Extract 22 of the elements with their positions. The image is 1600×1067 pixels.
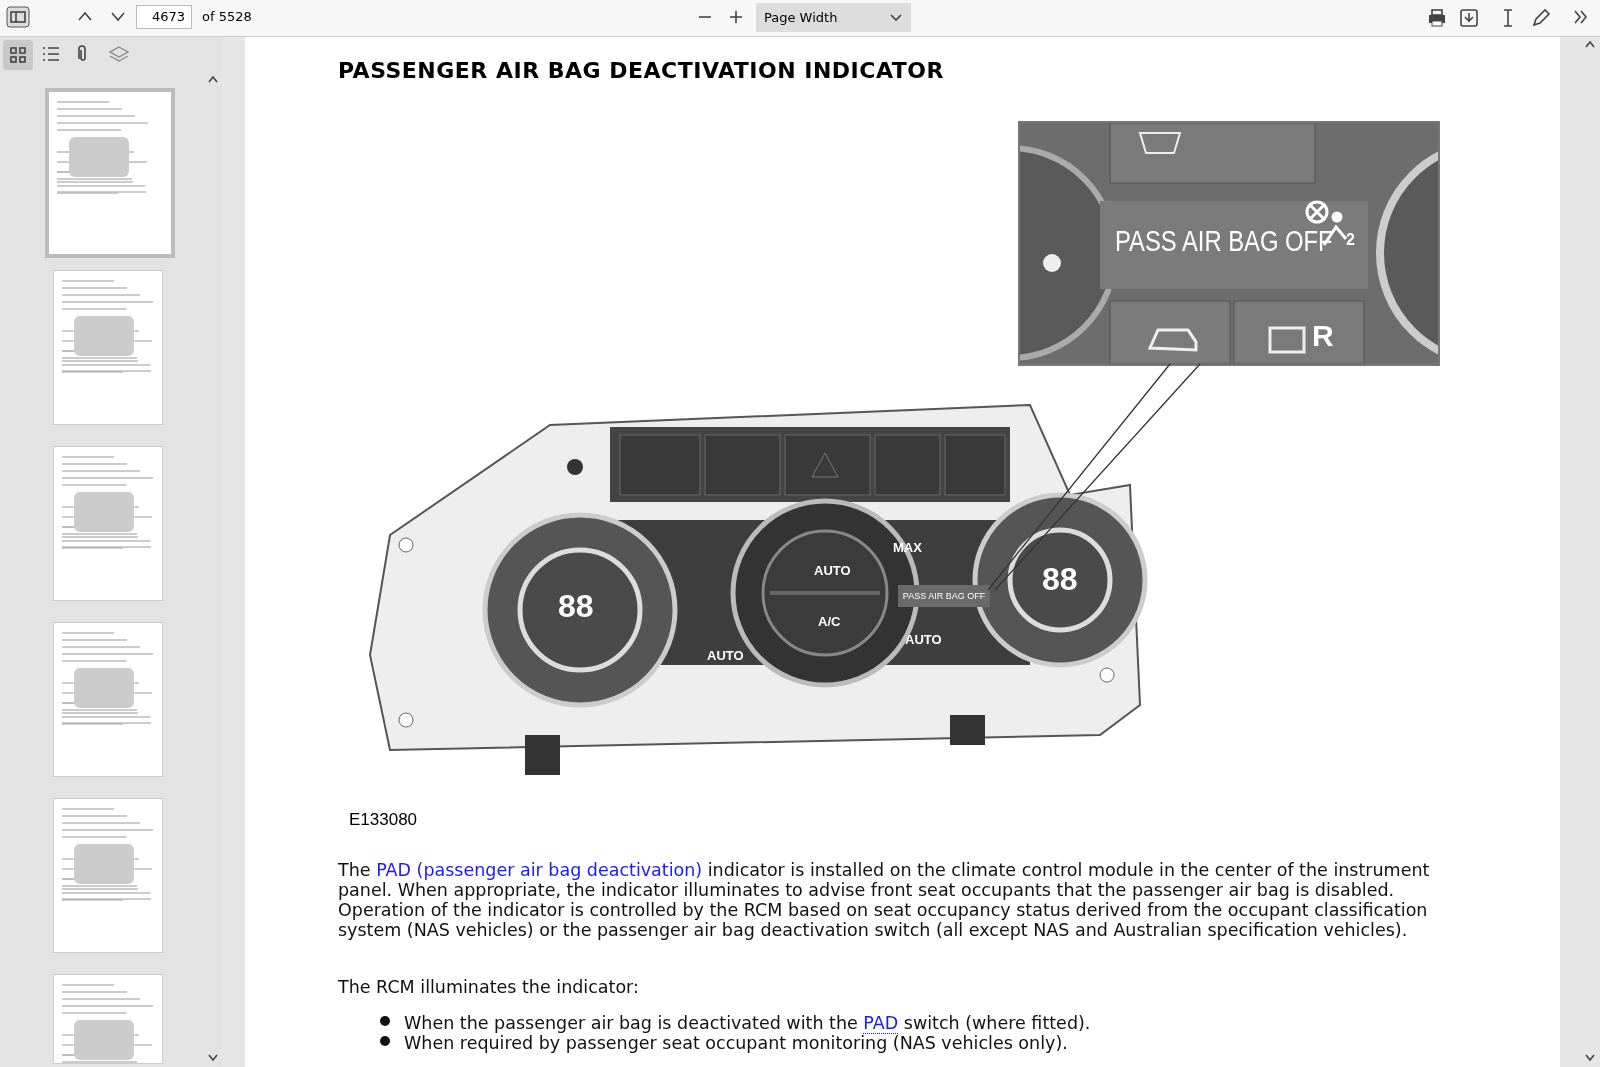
body-paragraph: The PAD (passenger air bag deactivation) indicator is installed on the climate control module in the center of the instrument panel. When appropriate, the indicator illuminates to advise front seat occupants that the passenger air bag is disabled. Operation of the indicator is controlled by the RCM based on seat occupancy status derived from the occupant classification system (NAS vehicles) or the passenger air bag deactivation switch (all except NAS and Australian specification vehicles). [338,860,1431,940]
figure-code: E133080 [349,810,418,830]
temperature-display: 88 [558,588,594,625]
page-title: PASSENGER AIR BAG DEACTIVATION INDICATOR [338,58,944,83]
temperature-display: 88 [1042,561,1078,598]
term-link: PAD (passenger air bag deactivation) [376,860,703,880]
leader-line [987,363,1201,591]
button-symbol-text: R [1312,319,1334,353]
superscript-digit: 2 [1346,231,1355,249]
bullet-item: When required by passenger seat occupant monitoring (NAS vehicles only). [404,1033,1068,1053]
button-text: AUTO [707,648,744,663]
term-link: PAD [863,1013,899,1034]
indicator-label: PASS AIR BAG OFF [898,585,990,607]
page-number-field: 4673 [136,5,192,29]
zoom-dropdown: Page Width [756,3,911,32]
body-paragraph: The RCM illuminates the indicator: [338,977,639,997]
button-text: A/C [818,614,841,629]
page-count: of 5528 [202,9,252,24]
button-text: AUTO [814,563,851,578]
bullet-item: When the passenger air bag is deactivated with the PAD switch (where fitted). [404,1013,1091,1033]
button-text: AUTO [905,632,942,647]
indicator-text: PASS AIR BAG OFF [1115,225,1333,258]
